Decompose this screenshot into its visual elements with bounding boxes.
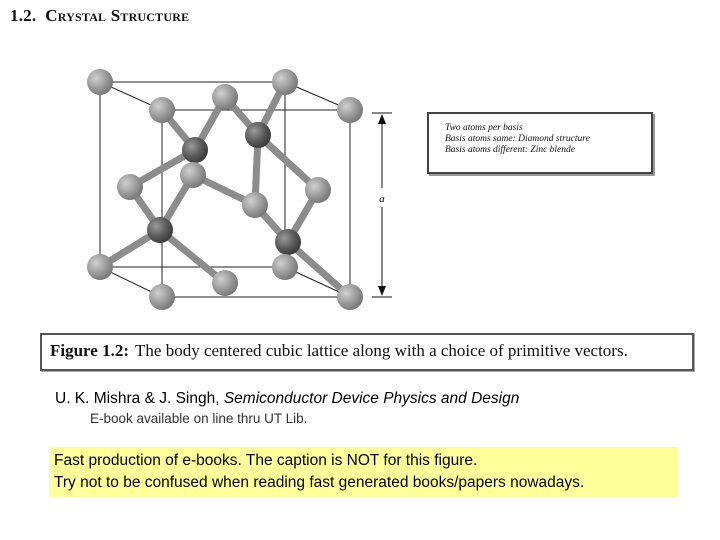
section-title: Crystal Structure bbox=[45, 6, 190, 25]
atom bbox=[272, 254, 298, 280]
caption-text: The body centered cubic lattice along wi… bbox=[135, 341, 628, 360]
note-line-1: Fast production of e-books. The caption … bbox=[54, 452, 478, 469]
legend-line: Basis atoms different: Zinc blende bbox=[445, 145, 575, 155]
reference-authors: U. K. Mishra & J. Singh, bbox=[55, 390, 224, 407]
atom bbox=[242, 192, 268, 218]
figure-label: Figure 1.2: bbox=[50, 341, 130, 360]
reference-book-title: Semiconductor Device Physics and Design bbox=[223, 390, 520, 407]
atom bbox=[149, 97, 175, 123]
atom bbox=[212, 270, 238, 296]
atom bbox=[117, 174, 143, 200]
highlight-note: Fast production of e-books. The caption … bbox=[49, 447, 678, 497]
section-heading: 1.2. Crystal Structure bbox=[10, 6, 189, 26]
ebook-availability: E-book available on line thru UT Lib. bbox=[90, 411, 308, 426]
atom bbox=[149, 284, 175, 310]
legend-box: Two atoms per basis Basis atoms same: Di… bbox=[427, 112, 653, 174]
atom bbox=[182, 137, 208, 163]
atom bbox=[212, 84, 238, 110]
atom bbox=[245, 122, 271, 148]
dimension-arrow bbox=[372, 112, 392, 298]
atom bbox=[275, 229, 301, 255]
atom bbox=[305, 177, 331, 203]
atom bbox=[180, 162, 206, 188]
lattice-constant-label: a bbox=[379, 193, 385, 205]
legend-line: Basis atoms same: Diamond structure bbox=[445, 134, 590, 144]
atom bbox=[337, 284, 363, 310]
atom bbox=[87, 254, 113, 280]
note-line-2: Try not to be confused when reading fast… bbox=[54, 474, 585, 491]
atom bbox=[87, 69, 113, 95]
atoms bbox=[87, 69, 363, 310]
book-reference: U. K. Mishra & J. Singh, Semiconductor D… bbox=[55, 390, 519, 408]
legend-line: Two atoms per basis bbox=[445, 123, 523, 133]
atom bbox=[147, 217, 173, 243]
figure-caption: Figure 1.2: The body centered cubic latti… bbox=[40, 333, 694, 371]
atom bbox=[272, 69, 298, 95]
section-number: 1.2. bbox=[10, 6, 37, 25]
atom bbox=[337, 97, 363, 123]
